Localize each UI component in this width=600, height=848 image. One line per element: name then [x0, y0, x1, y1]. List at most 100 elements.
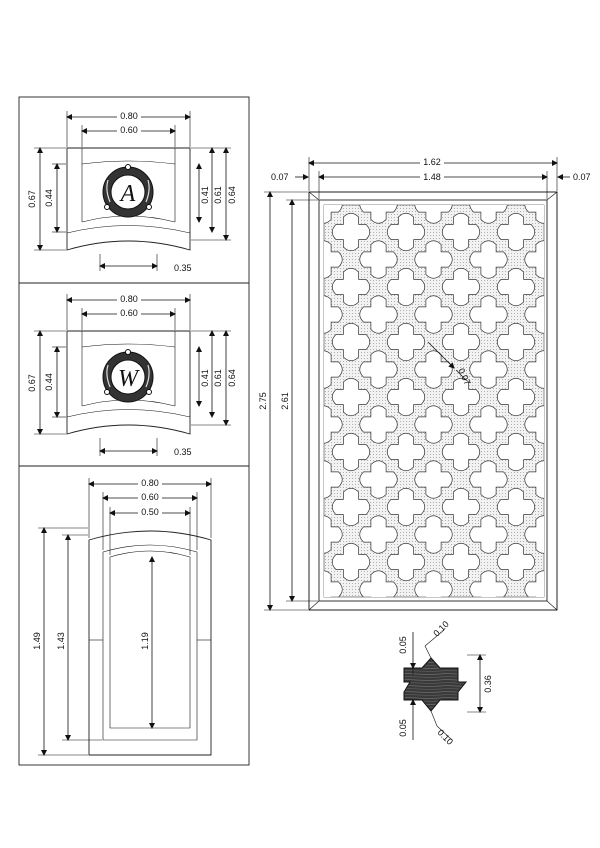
lattice-hole	[324, 405, 343, 444]
lattice-hole	[386, 432, 426, 472]
lattice-hole	[524, 460, 544, 499]
lattice-hole	[441, 322, 481, 362]
dim-p2-right-b: 0.61	[213, 369, 223, 387]
dim-p3-height-outer: 1.49	[32, 632, 42, 650]
lattice-hole	[580, 571, 600, 609]
lattice-screen: 1.62 1.48 0.07 0.07 2.75 2.61 0.07	[258, 156, 600, 774]
dim-p1-width-inner: 0.60	[120, 125, 138, 135]
lattice-hole	[580, 351, 600, 389]
lattice-hole	[386, 322, 426, 362]
lattice-hole	[360, 626, 398, 664]
lattice-hole	[324, 350, 343, 389]
lattice-hole	[441, 267, 481, 307]
lattice-hole	[552, 543, 590, 581]
lattice-hole	[360, 681, 398, 719]
lattice-hole	[524, 240, 544, 279]
lattice-hole	[386, 542, 426, 582]
lattice-hole	[469, 205, 508, 224]
medallion-letter-1: A	[119, 181, 136, 207]
lattice-hole	[525, 626, 563, 664]
lattice-hole	[469, 570, 508, 597]
lattice-hole	[552, 433, 590, 471]
lattice-hole	[305, 736, 343, 774]
dim-p1-height-outer: 0.67	[27, 190, 37, 208]
dim-p1-height-inner: 0.44	[44, 189, 54, 207]
lattice-hole	[496, 267, 536, 307]
lattice-hole	[525, 736, 563, 774]
lattice-hole	[414, 570, 453, 597]
lattice-hole	[331, 377, 371, 417]
lattice-hole	[497, 708, 535, 746]
lattice-hole	[580, 406, 600, 444]
lattice-hole	[496, 432, 536, 472]
medallion-letter-2: W	[118, 366, 140, 392]
dim-p3-height-mid: 1.43	[56, 632, 66, 650]
lattice-hole	[331, 267, 371, 307]
dim-profile-bottom-a: 0.05	[398, 719, 408, 737]
lattice-hole	[331, 542, 371, 582]
lattice-hole	[469, 515, 508, 554]
lattice-hole	[360, 736, 398, 774]
lattice-hole	[580, 241, 600, 279]
lattice-hole	[386, 487, 426, 527]
lattice-hole	[580, 681, 600, 719]
lattice-hole	[469, 295, 508, 334]
lattice-hole	[414, 460, 453, 499]
lattice-hole	[469, 240, 508, 279]
lattice-hole	[414, 295, 453, 334]
dim-screen-width-inner: 1.48	[423, 172, 441, 182]
dim-screen-frame-left: 0.07	[271, 172, 289, 182]
lattice-pattern	[305, 186, 600, 774]
lattice-hole	[580, 186, 600, 224]
lattice-hole	[386, 267, 426, 307]
dim-screen-width-total: 1.62	[423, 157, 441, 167]
lattice-hole	[331, 487, 371, 527]
lattice-hole	[552, 378, 590, 416]
lattice-hole	[324, 240, 343, 279]
dim-profile-top-a: 0.05	[398, 636, 408, 654]
door-panel-3: 0.80 0.60 0.50 1.49 1.43 1.19	[32, 477, 212, 756]
lattice-hole	[305, 626, 343, 664]
lattice-hole	[524, 205, 544, 224]
lattice-hole	[524, 515, 544, 554]
medallion-1: A	[102, 164, 154, 218]
lattice-hole	[324, 295, 343, 334]
dim-p2-height-inner: 0.44	[44, 373, 54, 391]
lattice-hole	[359, 295, 398, 334]
lattice-hole	[414, 240, 453, 279]
dim-p1-right-b: 0.61	[213, 186, 223, 204]
lattice-hole	[359, 240, 398, 279]
lattice-hole	[497, 653, 535, 691]
dim-p3-width-outer: 0.80	[141, 478, 159, 488]
dim-p2-width-outer: 0.80	[120, 294, 138, 304]
medallion-2: W	[102, 349, 154, 403]
dim-p2-width-inner: 0.60	[120, 308, 138, 318]
dim-p1-right-c: 0.64	[227, 186, 237, 204]
dim-p3-height-inner: 1.19	[140, 632, 150, 650]
lattice-hole	[324, 570, 343, 597]
dim-p2-right-c: 0.64	[227, 369, 237, 387]
lattice-hole	[414, 205, 453, 224]
lattice-hole	[359, 460, 398, 499]
lattice-hole	[441, 212, 481, 252]
door-panel-1: A 0.80 0.60 0.67 0.44 0.41 0.61 0.64	[27, 110, 237, 273]
lattice-hole	[414, 405, 453, 444]
lattice-hole	[552, 708, 590, 746]
lattice-hole	[332, 653, 370, 691]
lattice-hole	[552, 268, 590, 306]
lattice-hole	[552, 488, 590, 526]
lattice-hole	[469, 405, 508, 444]
lattice-hole	[470, 626, 508, 664]
lattice-hole	[496, 487, 536, 527]
lattice-hole	[386, 212, 426, 252]
dim-screen-height-total: 2.75	[258, 392, 268, 410]
lattice-hole	[331, 322, 371, 362]
lattice-hole	[324, 205, 343, 224]
lattice-hole	[331, 432, 371, 472]
lattice-hole	[441, 542, 481, 582]
dim-p1-right-a: 0.41	[200, 186, 210, 204]
dim-p3-width-inner: 0.50	[141, 507, 159, 517]
lattice-hole	[496, 322, 536, 362]
lattice-hole	[524, 350, 544, 389]
